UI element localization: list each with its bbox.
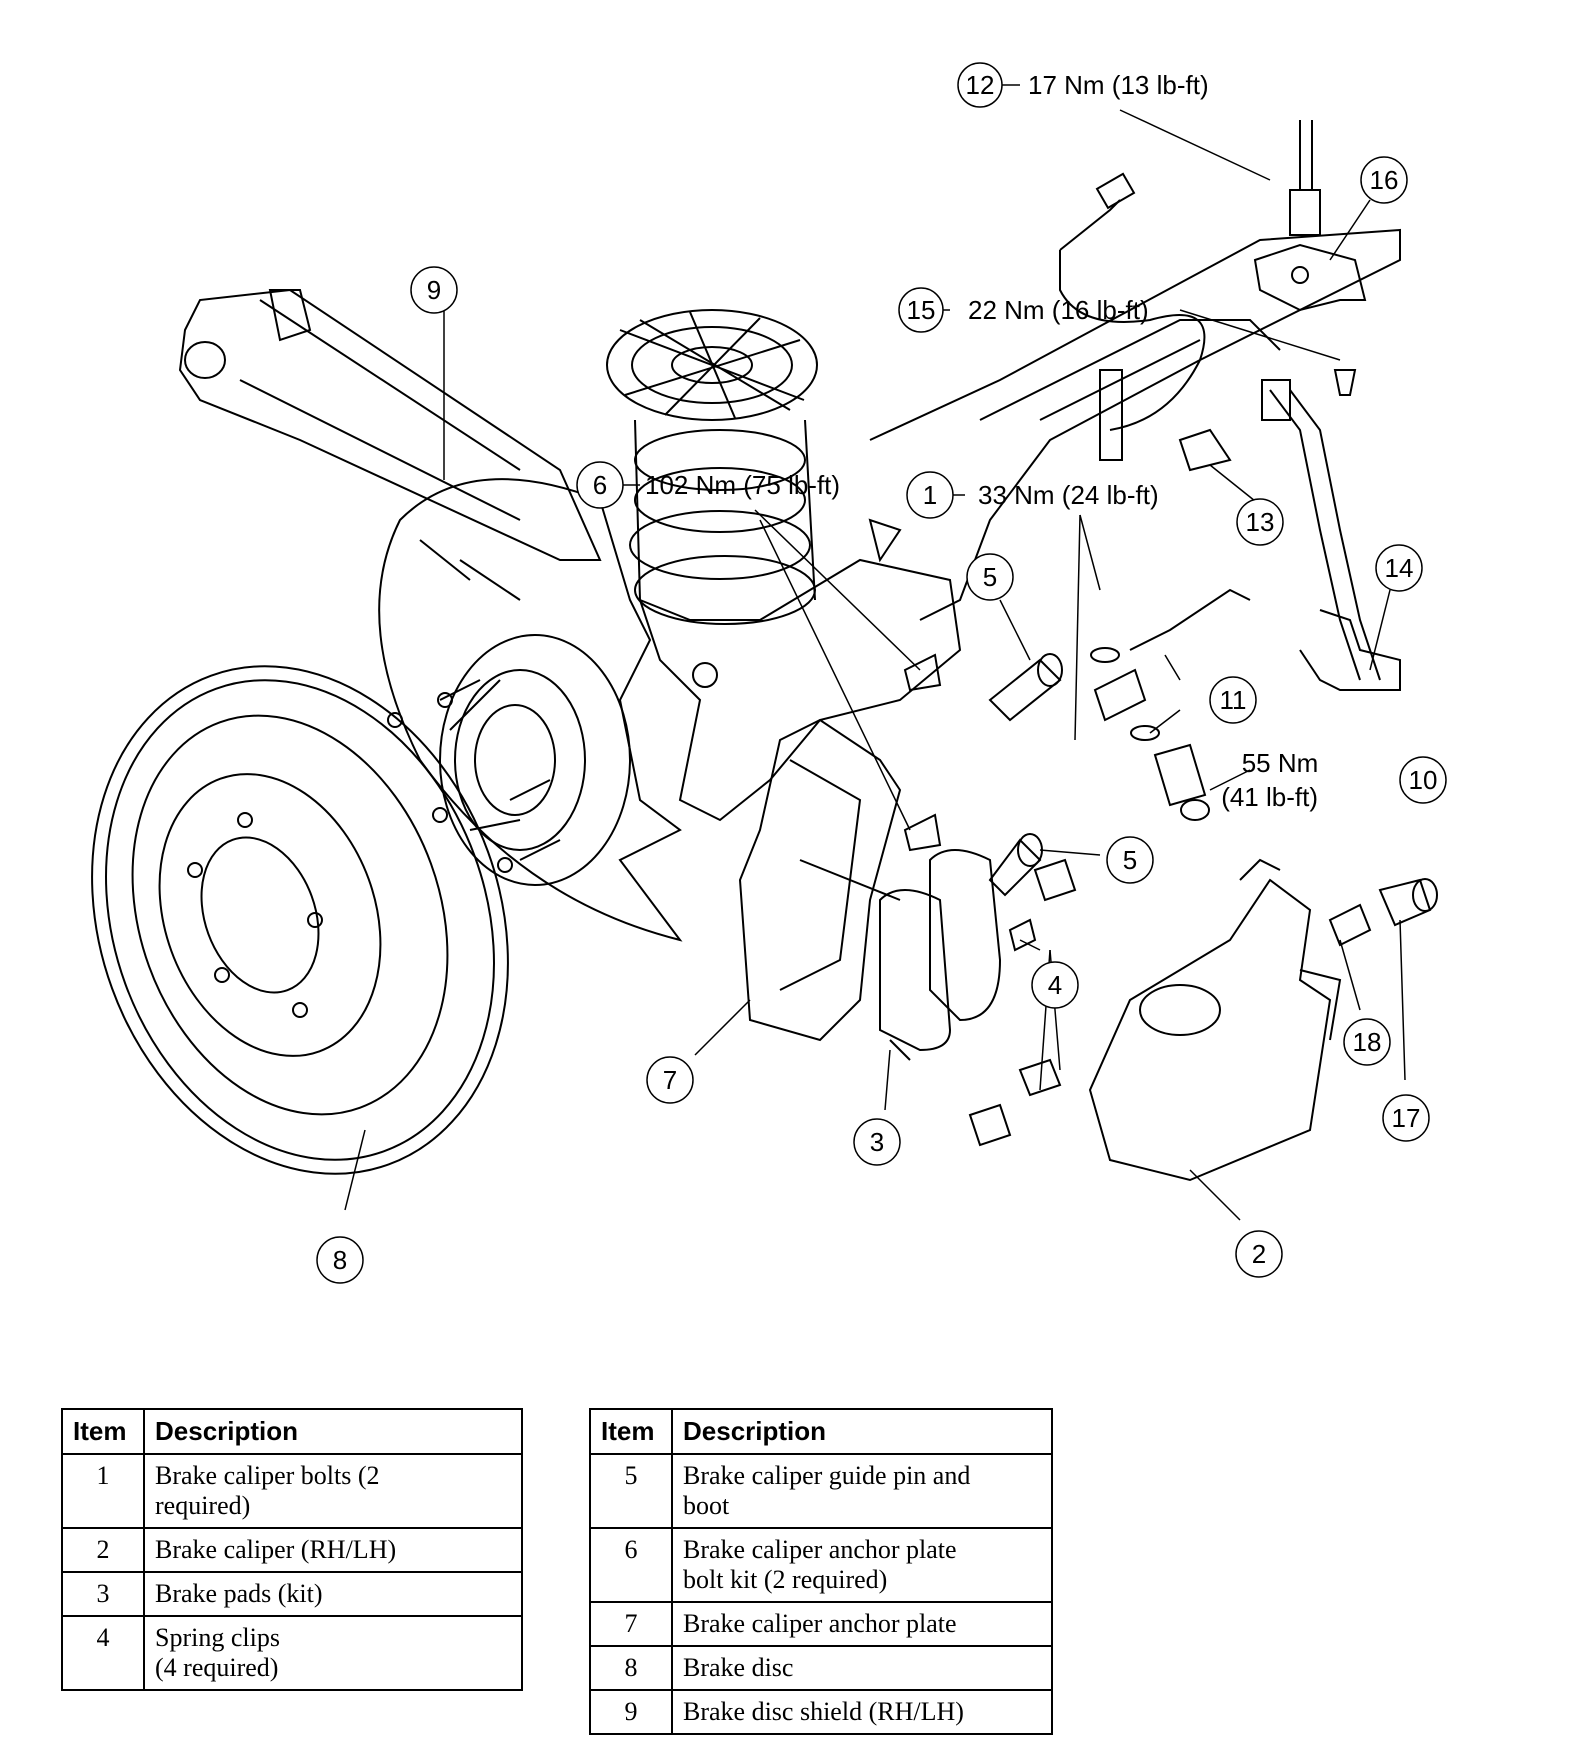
torque-12: 17 Nm (13 lb-ft) bbox=[1028, 70, 1209, 100]
callout-12: 12 bbox=[957, 62, 1003, 108]
svg-text:1: 1 bbox=[923, 480, 937, 510]
item-description: Brake caliper anchor plate bbox=[671, 1601, 1053, 1647]
brake-line bbox=[1289, 120, 1321, 236]
brake-pads bbox=[879, 849, 1002, 1061]
svg-text:10: 10 bbox=[1409, 765, 1438, 795]
item-number: 4 bbox=[61, 1615, 145, 1691]
banjo-bolt bbox=[1153, 743, 1210, 821]
callout-13: 13 bbox=[1236, 498, 1284, 546]
item-number: 3 bbox=[61, 1571, 145, 1617]
bracket bbox=[1253, 243, 1367, 396]
svg-text:4: 4 bbox=[1048, 970, 1062, 1000]
leader-lines bbox=[344, 84, 1415, 1221]
item-description: Brake disc bbox=[671, 1645, 1053, 1691]
column-header-item: Item bbox=[589, 1408, 673, 1455]
svg-text:8: 8 bbox=[333, 1245, 347, 1275]
knuckle bbox=[638, 518, 962, 822]
callout-6: 6 bbox=[576, 461, 624, 509]
torque-6: 102 Nm (75 lb-ft) bbox=[645, 470, 840, 500]
callout-3: 3 bbox=[853, 1118, 901, 1166]
brake-hose bbox=[1261, 379, 1401, 691]
item-description: Brake disc shield (RH/LH) bbox=[671, 1689, 1053, 1735]
callout-16: 16 bbox=[1360, 156, 1408, 204]
item-number: 8 bbox=[589, 1645, 673, 1691]
svg-text:18: 18 bbox=[1353, 1027, 1382, 1057]
svg-text:13: 13 bbox=[1246, 507, 1275, 537]
svg-text:2: 2 bbox=[1252, 1239, 1266, 1269]
banjo-fitting bbox=[1090, 588, 1251, 741]
svg-text:12: 12 bbox=[966, 70, 995, 100]
svg-text:3: 3 bbox=[870, 1127, 884, 1157]
item-description: Brake caliper (RH/LH) bbox=[143, 1527, 523, 1573]
exploded-brake-diagram: 12 16 15 9 6 1 13 14 5 11 10 5 4 18 17 7… bbox=[91, 62, 1447, 1284]
column-header-description: Description bbox=[143, 1408, 523, 1455]
bleeder-valve bbox=[1328, 878, 1438, 947]
table-row: 3 Brake pads (kit) bbox=[61, 1571, 523, 1617]
callout-5a: 5 bbox=[966, 553, 1014, 601]
svg-text:5: 5 bbox=[1123, 845, 1137, 875]
callout-15: 15 bbox=[898, 287, 944, 333]
svg-text:15: 15 bbox=[907, 295, 936, 325]
disc-shield bbox=[378, 478, 683, 942]
torque-10-line1: 55 Nm bbox=[1242, 748, 1319, 778]
callout-9: 9 bbox=[410, 266, 458, 314]
abs-sensor-wire bbox=[1059, 172, 1206, 431]
item-number: 9 bbox=[589, 1689, 673, 1735]
callout-4: 4 bbox=[1031, 961, 1079, 1009]
item-number: 7 bbox=[589, 1601, 673, 1647]
table-row: 7 Brake caliper anchor plate bbox=[589, 1601, 1053, 1647]
torque-15: 22 Nm (16 lb-ft) bbox=[968, 295, 1149, 325]
guide-pins bbox=[903, 653, 1063, 897]
brake-disc bbox=[91, 665, 509, 1175]
callout-8: 8 bbox=[316, 1236, 364, 1284]
svg-text:9: 9 bbox=[427, 275, 441, 305]
column-header-description: Description bbox=[671, 1408, 1053, 1455]
anchor-plate bbox=[738, 718, 902, 1042]
torque-1: 33 Nm (24 lb-ft) bbox=[978, 480, 1159, 510]
item-number: 1 bbox=[61, 1453, 145, 1529]
item-description: Spring clips(4 required) bbox=[143, 1615, 523, 1691]
table-row: 9 Brake disc shield (RH/LH) bbox=[589, 1689, 1053, 1735]
coil-spring bbox=[606, 309, 818, 625]
svg-text:14: 14 bbox=[1385, 553, 1414, 583]
svg-text:16: 16 bbox=[1370, 165, 1399, 195]
retaining-clip bbox=[1178, 428, 1232, 472]
callout-7: 7 bbox=[646, 1056, 694, 1104]
callout-14: 14 bbox=[1375, 544, 1423, 592]
callout-5b: 5 bbox=[1106, 836, 1154, 884]
subframe bbox=[869, 228, 1401, 621]
item-number: 6 bbox=[589, 1527, 673, 1603]
item-description: Brake pads (kit) bbox=[143, 1571, 523, 1617]
callout-11: 11 bbox=[1209, 676, 1257, 724]
svg-text:6: 6 bbox=[593, 470, 607, 500]
torque-10-line2: (41 lb-ft) bbox=[1221, 782, 1318, 812]
table-row: 2 Brake caliper (RH/LH) bbox=[61, 1527, 523, 1573]
parts-table-left: Item Description 1 Brake caliper bolts (… bbox=[61, 1408, 523, 1691]
control-arm bbox=[178, 288, 602, 561]
svg-text:5: 5 bbox=[983, 562, 997, 592]
callout-10: 10 bbox=[1399, 756, 1447, 804]
svg-text:17: 17 bbox=[1392, 1103, 1421, 1133]
spring-clips bbox=[968, 858, 1077, 1147]
svg-text:7: 7 bbox=[663, 1065, 677, 1095]
parts-table-right: Item Description 5 Brake caliper guide p… bbox=[589, 1408, 1053, 1735]
column-header-item: Item bbox=[61, 1408, 145, 1455]
item-number: 5 bbox=[589, 1453, 673, 1529]
callout-18: 18 bbox=[1343, 1018, 1391, 1066]
callout-1: 1 bbox=[906, 471, 954, 519]
brake-caliper bbox=[1088, 858, 1342, 1182]
callout-17: 17 bbox=[1382, 1094, 1430, 1142]
table-row: 4 Spring clips(4 required) bbox=[61, 1615, 523, 1691]
item-number: 2 bbox=[61, 1527, 145, 1573]
svg-text:11: 11 bbox=[1220, 685, 1247, 715]
callout-2: 2 bbox=[1235, 1230, 1283, 1278]
table-row: 8 Brake disc bbox=[589, 1645, 1053, 1691]
wheel-hub bbox=[387, 634, 631, 886]
